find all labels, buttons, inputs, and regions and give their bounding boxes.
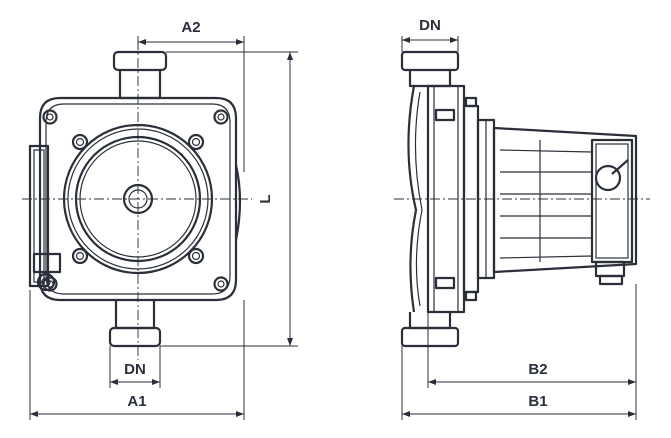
dimension-dn-front: DN — [109, 346, 161, 388]
dimension-b1: B1 — [401, 346, 636, 420]
front-view — [22, 40, 252, 360]
dimension-a1: A1 — [29, 290, 245, 420]
dimension-label-l: L — [257, 194, 274, 203]
dimension-label-b2: B2 — [528, 361, 547, 378]
dimension-label-dn-side: DN — [419, 17, 441, 34]
dimension-label-a2: A2 — [181, 19, 200, 36]
dimension-b2: B2 — [427, 284, 637, 420]
dimension-dn-side: DN — [401, 17, 459, 52]
dimension-label-dn-front: DN — [124, 361, 146, 378]
mounting-bolt-icon — [42, 109, 229, 292]
dimension-l: L — [160, 51, 298, 347]
flange-bolt-icon — [71, 133, 205, 265]
dimension-label-a1: A1 — [127, 393, 146, 410]
dimension-label-b1: B1 — [528, 393, 547, 410]
dimension-a2: A2 — [137, 19, 245, 172]
side-view — [394, 50, 650, 348]
